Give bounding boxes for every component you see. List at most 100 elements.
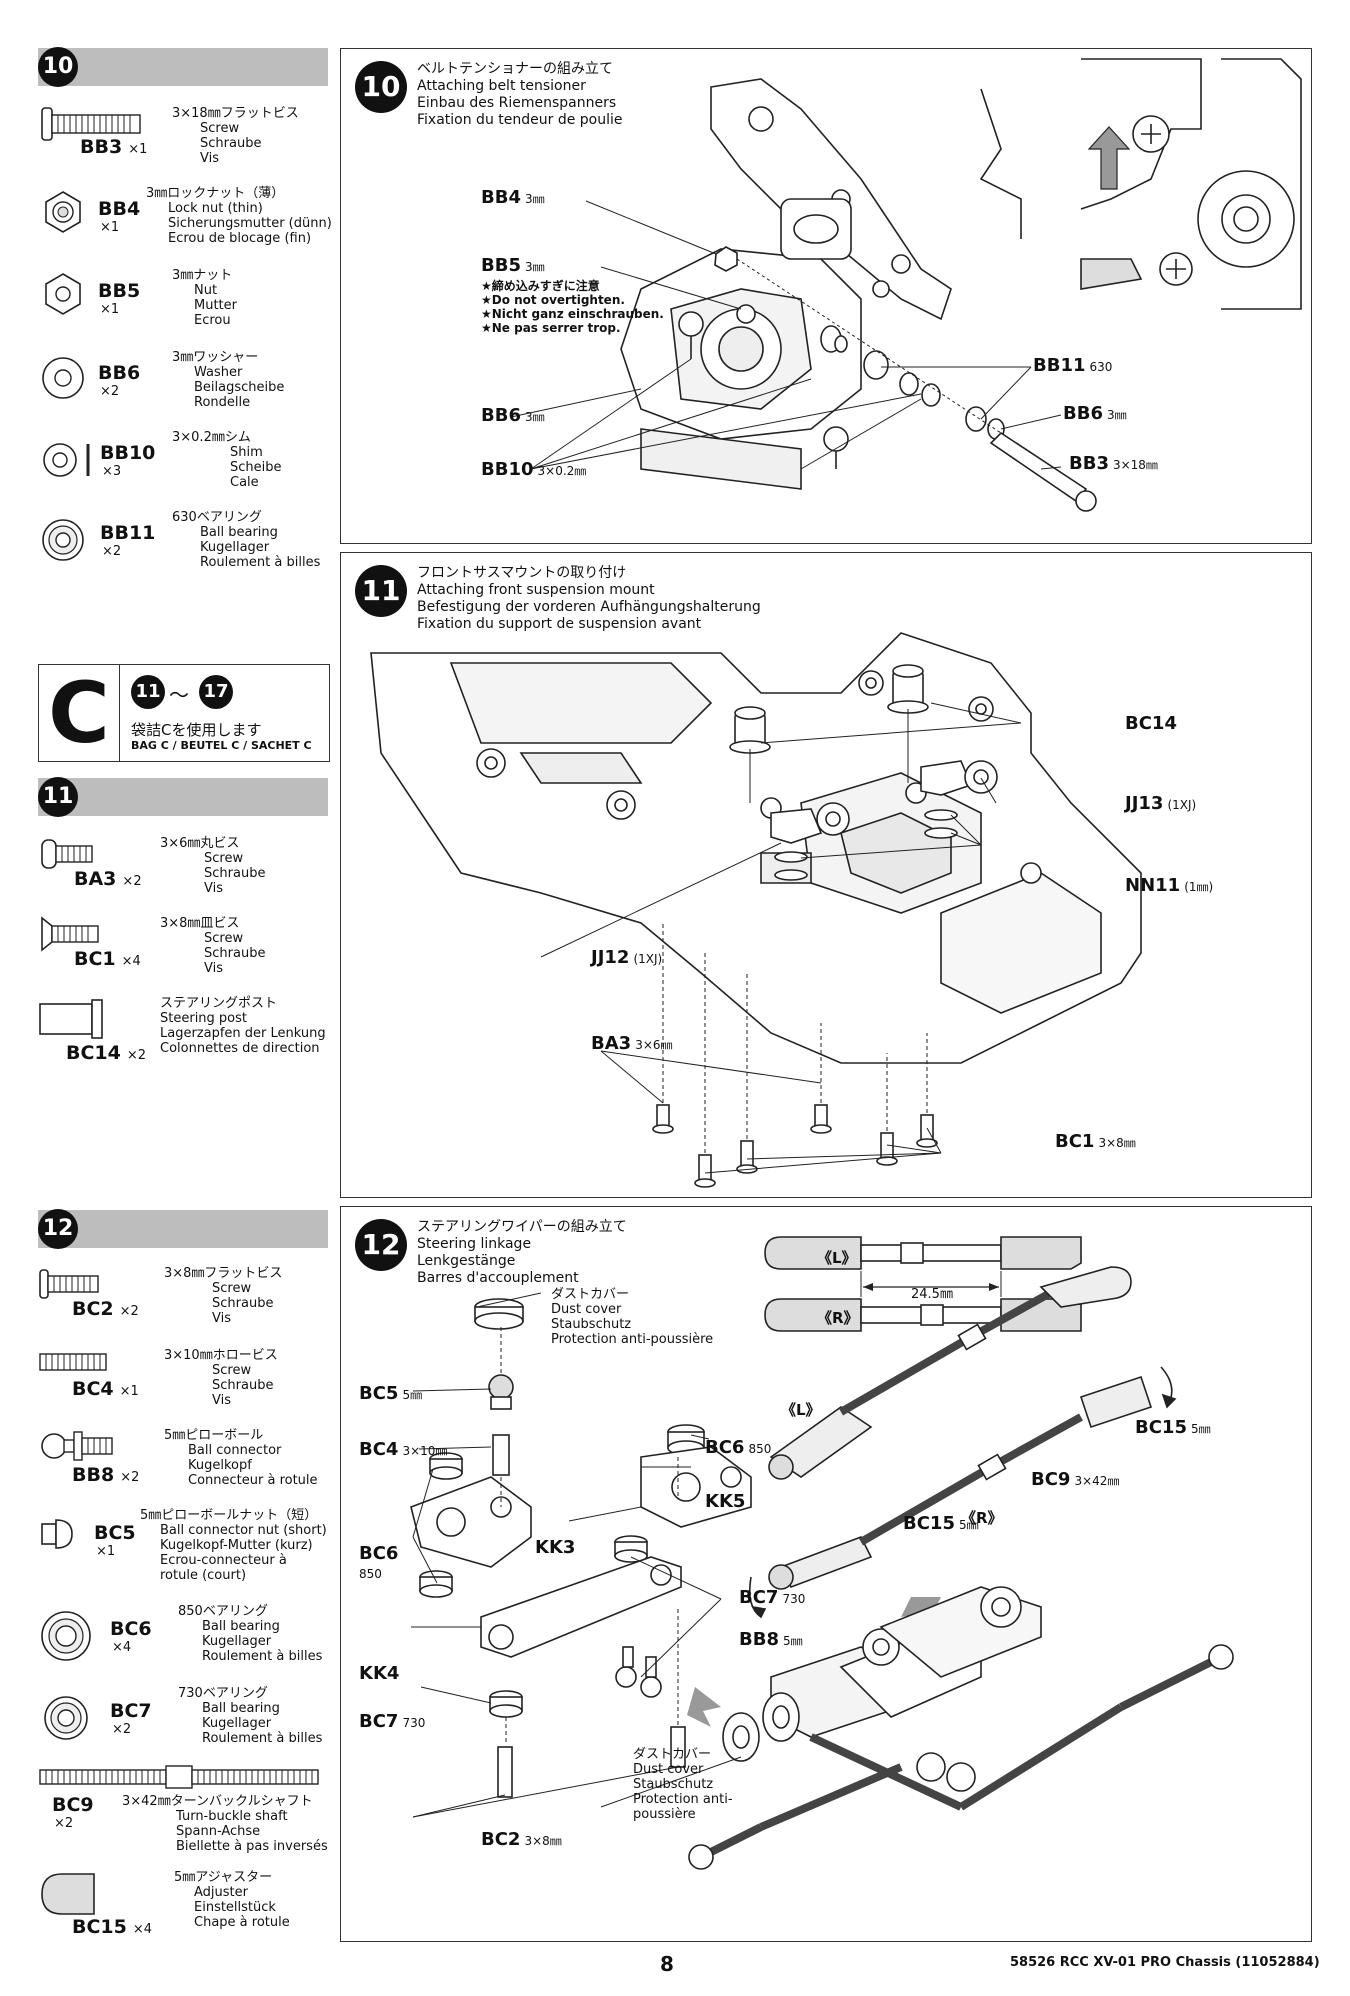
step-10-header: 10 (38, 47, 328, 87)
label-bc6-left-size: 850 (359, 1567, 382, 1581)
label-left-reference: 《L》 (817, 1249, 857, 1267)
step-12-header: 12 (38, 1209, 328, 1249)
label-right-assembly: 《R》 (961, 1509, 1003, 1527)
part-name-en: Shim (230, 445, 263, 460)
part-name-jp: 3㎜ロックナット（薄） (146, 186, 285, 201)
part-code: BC1 (74, 948, 116, 970)
overtighten-warning: ★締め込みすぎに注意 ★Do not overtighten. ★Nicht g… (481, 279, 664, 335)
part-bb10: BB10 ×3 3×0.2㎜シム Shim Scheibe Cale (38, 430, 338, 494)
part-name-de: Spann-Achse (176, 1824, 261, 1839)
label-kk5: KK5 (705, 1491, 746, 1512)
label-bc9-size: 3×42㎜ (1074, 1474, 1120, 1488)
label-right-reference: 《R》 (817, 1309, 859, 1327)
belt-tensioner-diagram (510, 58, 1302, 512)
panel-step-12: 12 ステアリングワイパーの組み立て Steering linkage Lenk… (340, 1206, 1312, 1942)
label-bc7-top: BC7 (739, 1587, 779, 1608)
part-name-fr: Cale (230, 475, 259, 490)
part-name-en: Turn-buckle shaft (176, 1809, 288, 1824)
step-number: 11 (355, 565, 407, 617)
label-bc5-size: 5㎜ (402, 1388, 423, 1402)
part-name-fr: Vis (212, 1311, 231, 1326)
label-bb5-size: 3㎜ (524, 260, 545, 274)
part-code: BB6 (98, 362, 141, 384)
part-name-de: Schraube (204, 946, 266, 961)
part-code: BC4 (72, 1378, 114, 1400)
part-name-fr: Roulement à billes (200, 555, 321, 570)
label-bb8-size: 5㎜ (782, 1634, 803, 1648)
label-bc6-right-size: 850 (748, 1442, 772, 1456)
ball-bearing-icon (44, 1696, 88, 1740)
dust-cover-jp: ダストカバー (551, 1287, 630, 1302)
part-name-jp: 3×8㎜フラットビス (164, 1266, 283, 1281)
step-11-header: 11 (38, 777, 328, 817)
part-name-en: Ball bearing (202, 1619, 280, 1634)
label-rod-length: 24.5㎜ (911, 1287, 953, 1302)
part-name-de: Schraube (212, 1296, 274, 1311)
part-name-de: Sicherungsmutter (dünn) (168, 216, 332, 231)
part-code: BC7 (110, 1700, 152, 1722)
up-arrow-icon (1087, 126, 1131, 190)
title-en: Attaching front suspension mount (417, 582, 655, 598)
part-bc2: BC2×2 3×8㎜フラットビス Screw Schraube Vis (38, 1266, 338, 1332)
part-name-fr: Colonnettes de direction (160, 1041, 320, 1056)
ball-connector-icon (41, 1431, 113, 1461)
step-number: 11 (38, 777, 78, 817)
part-name-jp: ステアリングポスト (160, 996, 278, 1011)
part-qty: ×2 (126, 1048, 147, 1063)
dust-cover-jp: ダストカバー (633, 1747, 712, 1762)
part-qty: ×1 (100, 220, 120, 235)
title-jp: ステアリングワイパーの組み立て (417, 1219, 627, 1235)
part-name-fr-2: rotule (court) (160, 1568, 247, 1583)
part-name-de: Scheibe (230, 460, 282, 475)
part-code: BA3 (74, 868, 117, 890)
panel-step-11: 11 フロントサスマウントの取り付け Attaching front suspe… (340, 552, 1312, 1198)
part-code: BC2 (72, 1298, 114, 1320)
part-name-en: Screw (212, 1363, 252, 1378)
part-code: BB11 (100, 522, 156, 544)
label-ba3-size: 3×6㎜ (635, 1038, 673, 1052)
title-jp: ベルトテンショナーの組み立て (417, 61, 613, 77)
label-bb11: BB11 (1033, 355, 1086, 376)
label-bc7-top-size: 730 (782, 1592, 806, 1606)
part-qty: ×3 (102, 464, 122, 479)
warning-en: ★Do not overtighten. (481, 293, 625, 307)
warning-fr: ★Ne pas serrer trop. (481, 321, 621, 335)
washer-icon (42, 357, 84, 399)
part-name-fr: Ecrou (194, 313, 231, 328)
part-name-de: Kugellager (202, 1634, 272, 1649)
step-number: 10 (38, 47, 78, 87)
label-nn11: NN11 (1125, 875, 1181, 896)
part-bb8: BB8×2 5㎜ピローボール Ball connector Kugelkopf … (38, 1428, 338, 1494)
part-name-fr: Roulement à billes (202, 1649, 323, 1664)
part-qty: ×4 (112, 1640, 132, 1655)
part-code: BB3 (80, 136, 123, 158)
part-bb6: BB6 ×2 3㎜ワッシャー Washer Beilagscheibe Rond… (38, 350, 338, 414)
part-ba3: BA3×2 3×6㎜丸ビス Screw Schraube Vis (38, 836, 338, 910)
title-fr: Barres d'accouplement (417, 1270, 579, 1286)
label-bc7-bottom-size: 730 (402, 1716, 426, 1730)
bag-step-from: 11 (131, 675, 165, 709)
part-code: BB5 (98, 280, 141, 302)
label-bb6-left-size: 3㎜ (524, 410, 545, 424)
label-bb6-left: BB6 (481, 405, 521, 426)
part-name-de: Kugellager (200, 540, 270, 555)
part-name-fr: Connecteur à rotule (188, 1473, 318, 1488)
label-bb3-size: 3×18㎜ (1112, 458, 1158, 472)
part-name-jp: 5㎜ピローボール (164, 1428, 264, 1443)
part-name-en: Nut (194, 283, 218, 298)
part-name-en: Screw (204, 931, 244, 946)
label-jj13-note: (1XJ) (1167, 798, 1197, 812)
label-bc2-size: 3×8㎜ (524, 1834, 562, 1848)
label-bb6-right: BB6 (1063, 403, 1103, 424)
part-name-en: Ball bearing (200, 525, 278, 540)
part-qty: ×4 (132, 1922, 153, 1937)
part-bc4: BC4×1 3×10㎜ホロービス Screw Schraube Vis (38, 1348, 338, 1414)
title-en: Steering linkage (417, 1236, 532, 1252)
label-bc1: BC1 (1055, 1131, 1095, 1152)
label-bb11-size: 630 (1089, 360, 1113, 374)
part-name-de: Lagerzapfen der Lenkung (160, 1026, 326, 1041)
part-qty: ×2 (120, 1470, 140, 1485)
part-name-jp: 3×0.2㎜シム (172, 430, 251, 445)
label-bc15-left: BC15 (903, 1513, 955, 1534)
ball-bearing-icon (42, 519, 84, 561)
